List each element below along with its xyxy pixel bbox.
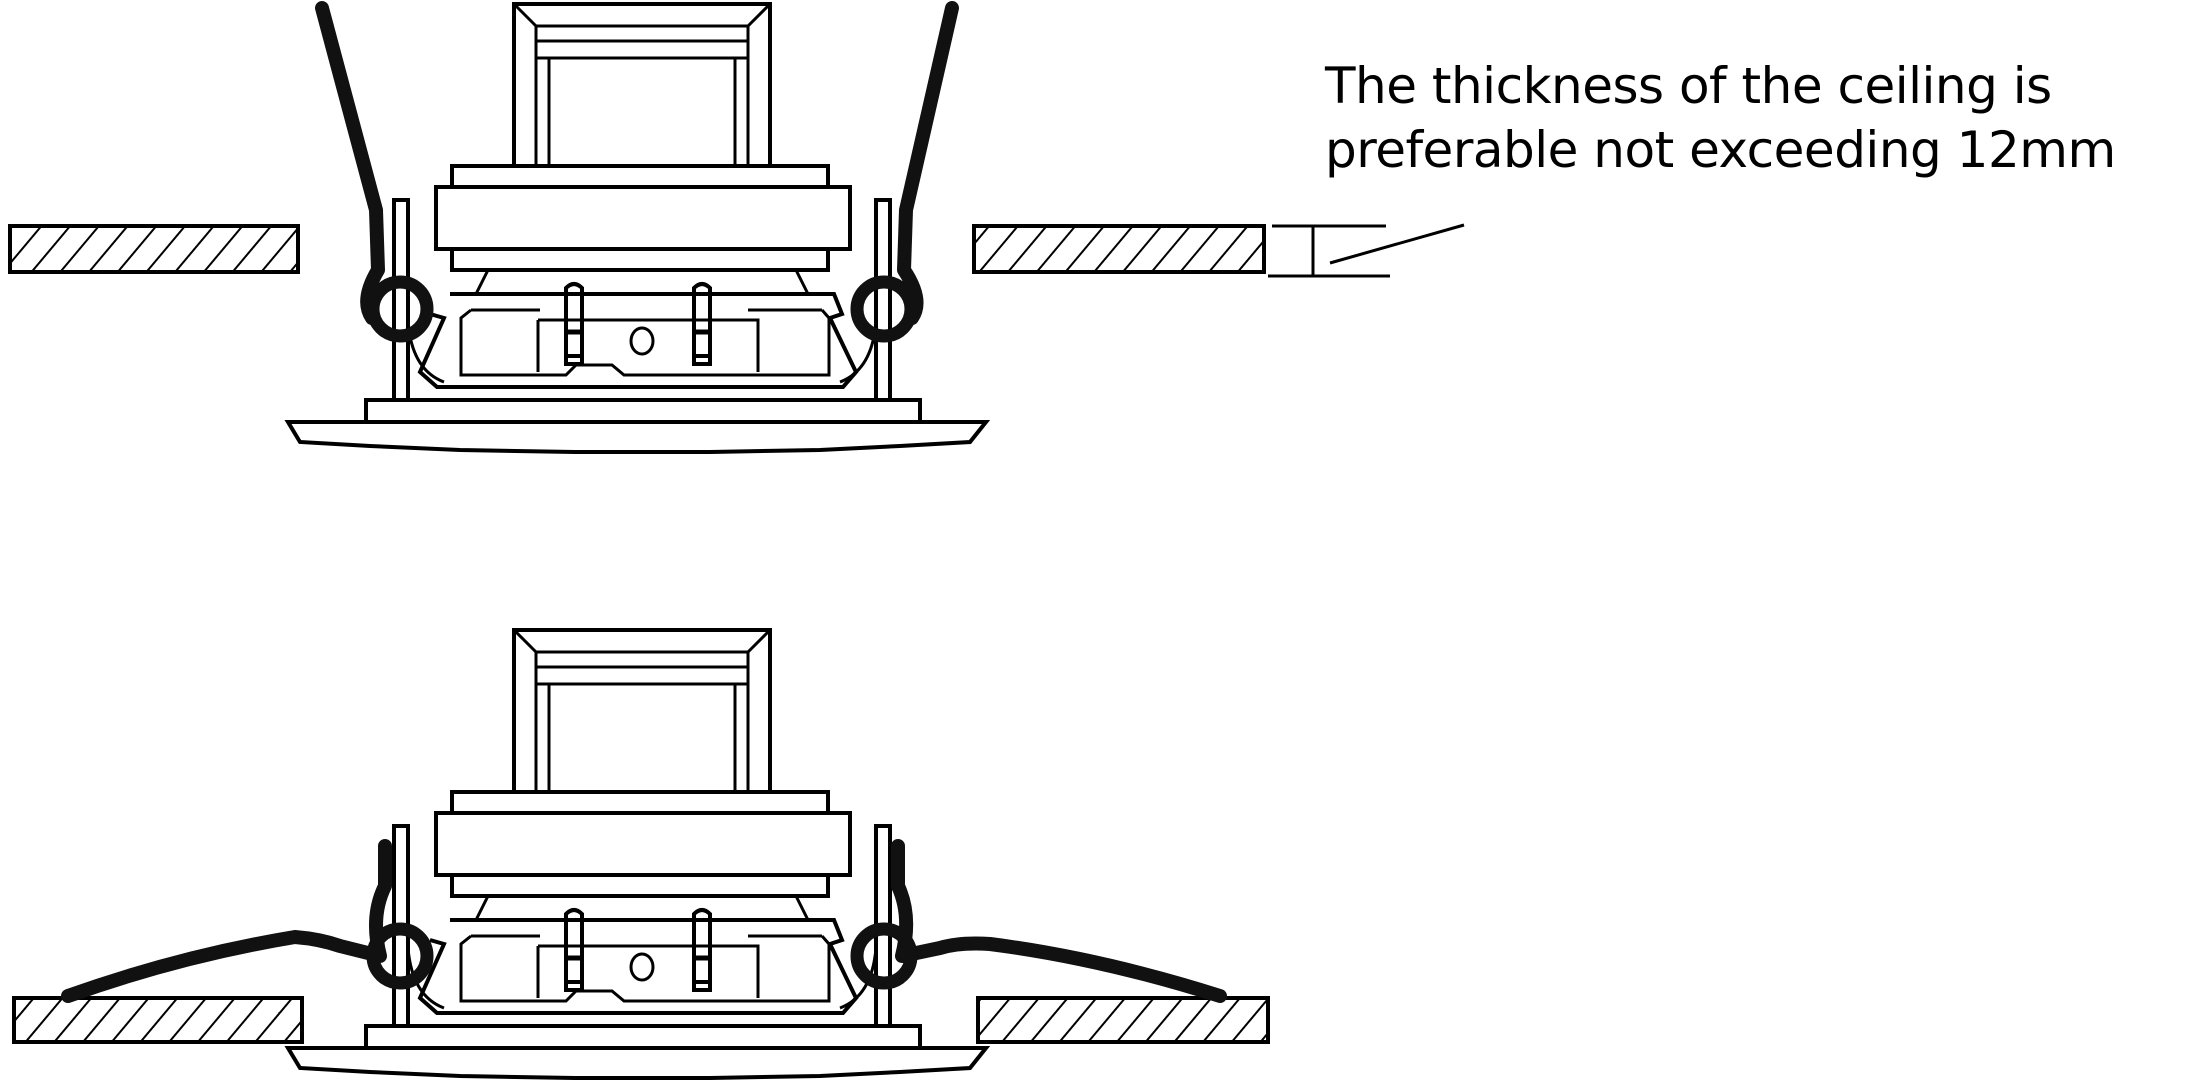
ceiling-panel-left	[12, 996, 304, 1044]
ceiling-panel-left	[8, 224, 300, 274]
spring-clip-right	[897, 1, 959, 325]
note-line-2: preferable not exceeding 12mm	[1325, 121, 2116, 179]
figure-step-2	[12, 630, 1270, 1078]
ceiling-thickness-note: The thickness of the ceiling is preferab…	[1325, 54, 2116, 182]
speaker-body	[288, 4, 986, 452]
figure-step-1	[8, 1, 1465, 452]
spring-clip-left	[61, 839, 392, 1003]
speaker-body	[288, 630, 986, 1078]
ceiling-panel-right	[976, 996, 1270, 1044]
spring-ring-right	[850, 275, 918, 343]
spring-clip-left	[315, 1, 385, 325]
spring-ring-right	[850, 922, 918, 990]
thickness-dimension-marker	[1268, 223, 1465, 278]
spring-ring-left	[366, 922, 434, 990]
spring-clip-right	[891, 839, 1227, 1003]
note-line-1: The thickness of the ceiling is	[1325, 57, 2052, 115]
spring-ring-left	[366, 275, 434, 343]
ceiling-panel-right	[972, 224, 1266, 274]
